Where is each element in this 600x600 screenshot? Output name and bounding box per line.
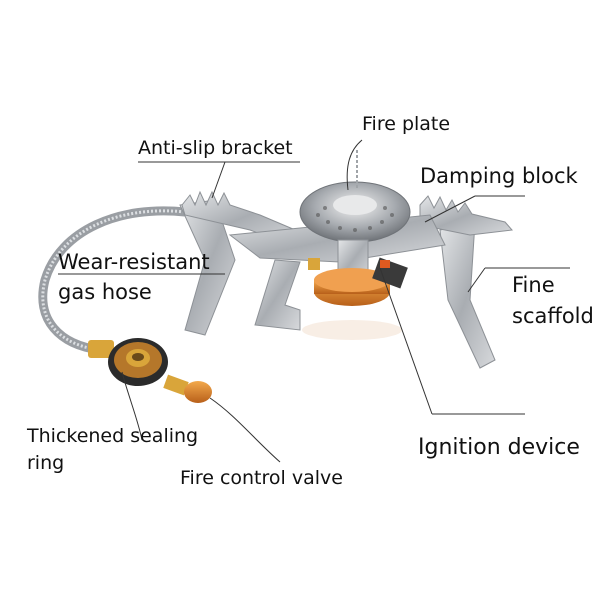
label-fine-scaffold-line2: scaffold — [512, 304, 594, 328]
front-leg — [254, 259, 301, 331]
label-fire-control-valve: Fire control valve — [180, 467, 343, 489]
label-ignition-device: Ignition device — [418, 435, 580, 460]
label-wear-resistant-line1: Wear-resistant — [58, 250, 210, 274]
brass-fitting — [88, 340, 114, 358]
label-damping-block: Damping block — [420, 164, 578, 188]
label-anti-slip-bracket: Anti-slip bracket — [138, 137, 293, 159]
leader-lines — [58, 139, 570, 463]
label-wear-resistant-line2: gas hose — [58, 280, 152, 304]
label-fire-plate: Fire plate — [362, 113, 451, 135]
fire-control-valve-knob — [184, 381, 212, 403]
label-fine-scaffold-line1: Fine — [512, 273, 555, 297]
label-thickened-line1: Thickened sealing — [27, 425, 199, 447]
right-leg — [439, 221, 496, 369]
label-thickened-line2: ring — [27, 452, 65, 474]
left-leg — [179, 199, 236, 336]
